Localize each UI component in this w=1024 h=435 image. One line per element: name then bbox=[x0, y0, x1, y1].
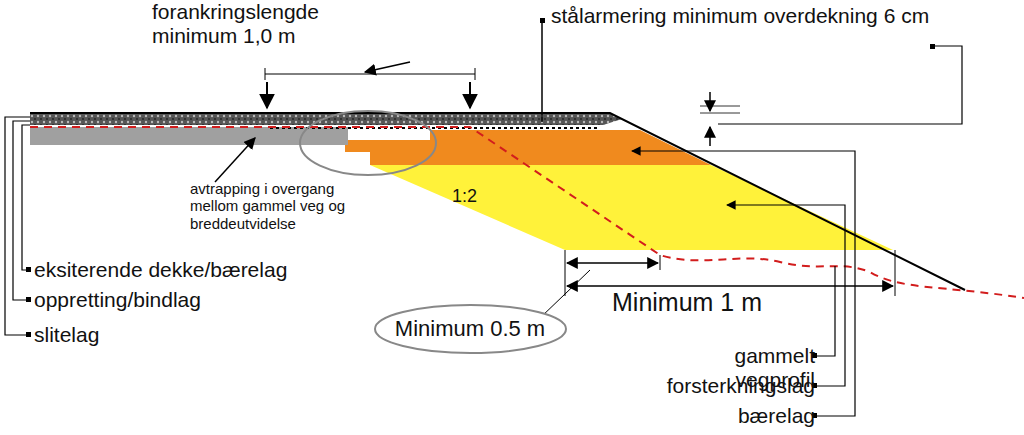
steel-reinforcement bbox=[270, 127, 600, 129]
slope-ratio: 1:2 bbox=[452, 186, 492, 207]
leader-line bbox=[365, 62, 410, 72]
arrow bbox=[469, 82, 471, 108]
layer-label: slitelag bbox=[34, 323, 334, 347]
old-road-profile bbox=[30, 127, 1024, 298]
road-surface bbox=[30, 113, 965, 290]
dimension-label: Minimum 1 m bbox=[612, 288, 812, 317]
layer-label: forsterkningslag bbox=[650, 374, 815, 398]
layer-label: eksiterende dekke/bærelag bbox=[34, 258, 334, 282]
note-label: avtrapping i overgang mellom gammel veg … bbox=[190, 180, 360, 232]
leader-line bbox=[215, 138, 255, 182]
leader-line bbox=[718, 46, 962, 124]
dimension-label: forankringslengde minimum 1,0 m bbox=[152, 0, 342, 48]
dimension-line bbox=[567, 262, 658, 264]
callout-label: stålarmering minimum overdekning 6 cm bbox=[551, 4, 931, 28]
layer-label: oppretting/bindlag bbox=[34, 288, 334, 312]
leader-line bbox=[541, 23, 543, 122]
dimension-label: Minimum 0.5 m bbox=[395, 316, 545, 342]
dimension-line bbox=[265, 74, 475, 75]
wearing-course bbox=[30, 113, 622, 125]
transition-marker bbox=[300, 111, 436, 175]
forsterkningslag-layer bbox=[370, 165, 893, 250]
dimension-ellipse: Minimum 0.5 m bbox=[373, 303, 568, 355]
arrow bbox=[266, 82, 268, 108]
layer-label: bærelag bbox=[650, 404, 815, 428]
dimension-line bbox=[567, 285, 893, 287]
